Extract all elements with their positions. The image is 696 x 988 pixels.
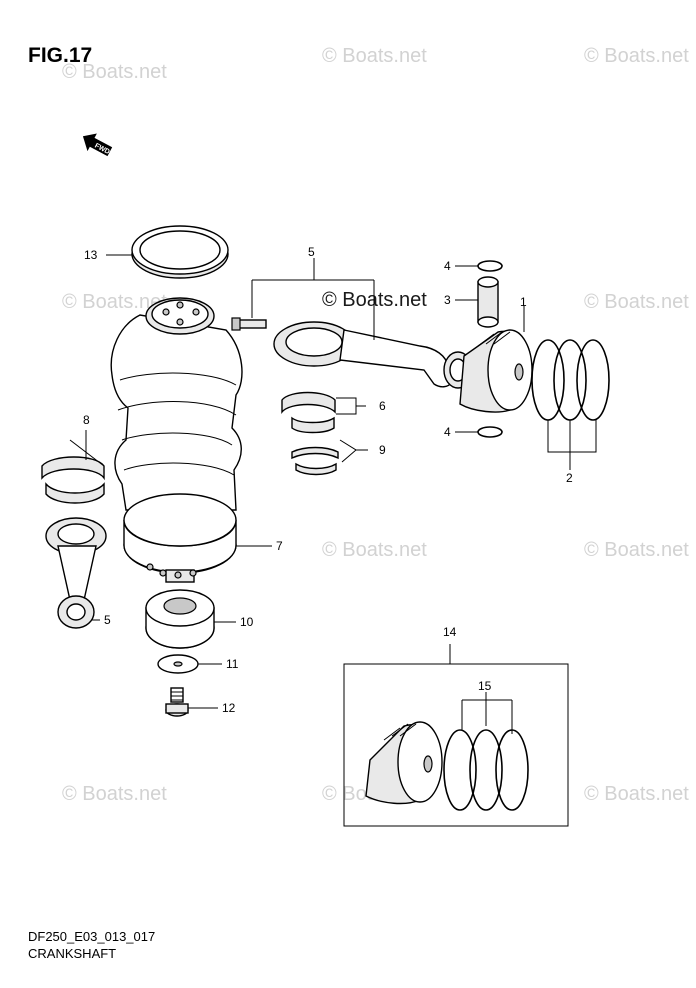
callout-10: 10: [240, 615, 254, 629]
fwd-arrow-icon: FWD: [82, 133, 113, 157]
callout-7: 7: [276, 539, 283, 553]
watermark: © Boats.net: [322, 539, 427, 561]
piston-rings: [531, 339, 610, 421]
conrod-bearing-lower: [291, 416, 335, 434]
watermark: © Boats.net: [584, 783, 689, 805]
callout-15: 15: [478, 679, 492, 693]
watermark: © Boats.net: [584, 291, 689, 313]
crankshaft: [110, 297, 243, 583]
connecting-rod: [231, 317, 473, 389]
main-bearing: [41, 439, 105, 504]
thrust-bearing: [291, 446, 339, 476]
callout-2: 2: [566, 471, 573, 485]
callout-5-lower: 5: [104, 613, 111, 627]
piston-pin: [477, 276, 499, 328]
callout-13: 13: [84, 248, 98, 262]
callout-12: 12: [222, 701, 236, 715]
washer: [157, 654, 199, 674]
callout-6: 6: [379, 399, 386, 413]
fwd-label: FWD: [93, 142, 110, 156]
conrod-bearing-upper: [281, 391, 336, 414]
callout-4-lower: 4: [444, 425, 451, 439]
callout-8: 8: [83, 413, 90, 427]
circlip-lower: [477, 426, 503, 438]
callout-1: 1: [520, 295, 527, 309]
circlip-upper: [477, 260, 503, 272]
connecting-rod-assembly: [45, 517, 107, 629]
crank-bolt: [165, 687, 189, 717]
watermark: © Boats.net: [62, 291, 167, 313]
callout-4-upper: 4: [444, 259, 451, 273]
watermark: © Boats.net: [584, 539, 689, 561]
callout-11: 11: [226, 657, 239, 671]
piston: [459, 329, 533, 413]
callout-3: 3: [444, 293, 451, 307]
crank-gear: [145, 589, 215, 649]
watermark: © Boats.net: [584, 45, 689, 67]
callout-14: 14: [443, 625, 457, 639]
oil-seal: [131, 225, 229, 279]
watermark: © Boats.net: [322, 45, 427, 67]
callout-5-upper: 5: [308, 245, 315, 259]
piston-assembly-box: [343, 663, 569, 827]
leader-lines: [85, 254, 597, 734]
watermark: © Boats.net: [62, 61, 167, 83]
watermark: © Boats.net: [62, 783, 167, 805]
callout-numbers: 13 5 4 3 1 4 2 6 9 8 7 5 10 11 12 14 15: [83, 245, 573, 715]
watermark: © Boats.net: [322, 289, 427, 311]
figure-title: FIG.17: [28, 44, 93, 67]
callout-9: 9: [379, 443, 386, 457]
diagram-code: DF250_E03_013_017: [28, 929, 156, 944]
diagram-name: CRANKSHAFT: [28, 946, 117, 961]
